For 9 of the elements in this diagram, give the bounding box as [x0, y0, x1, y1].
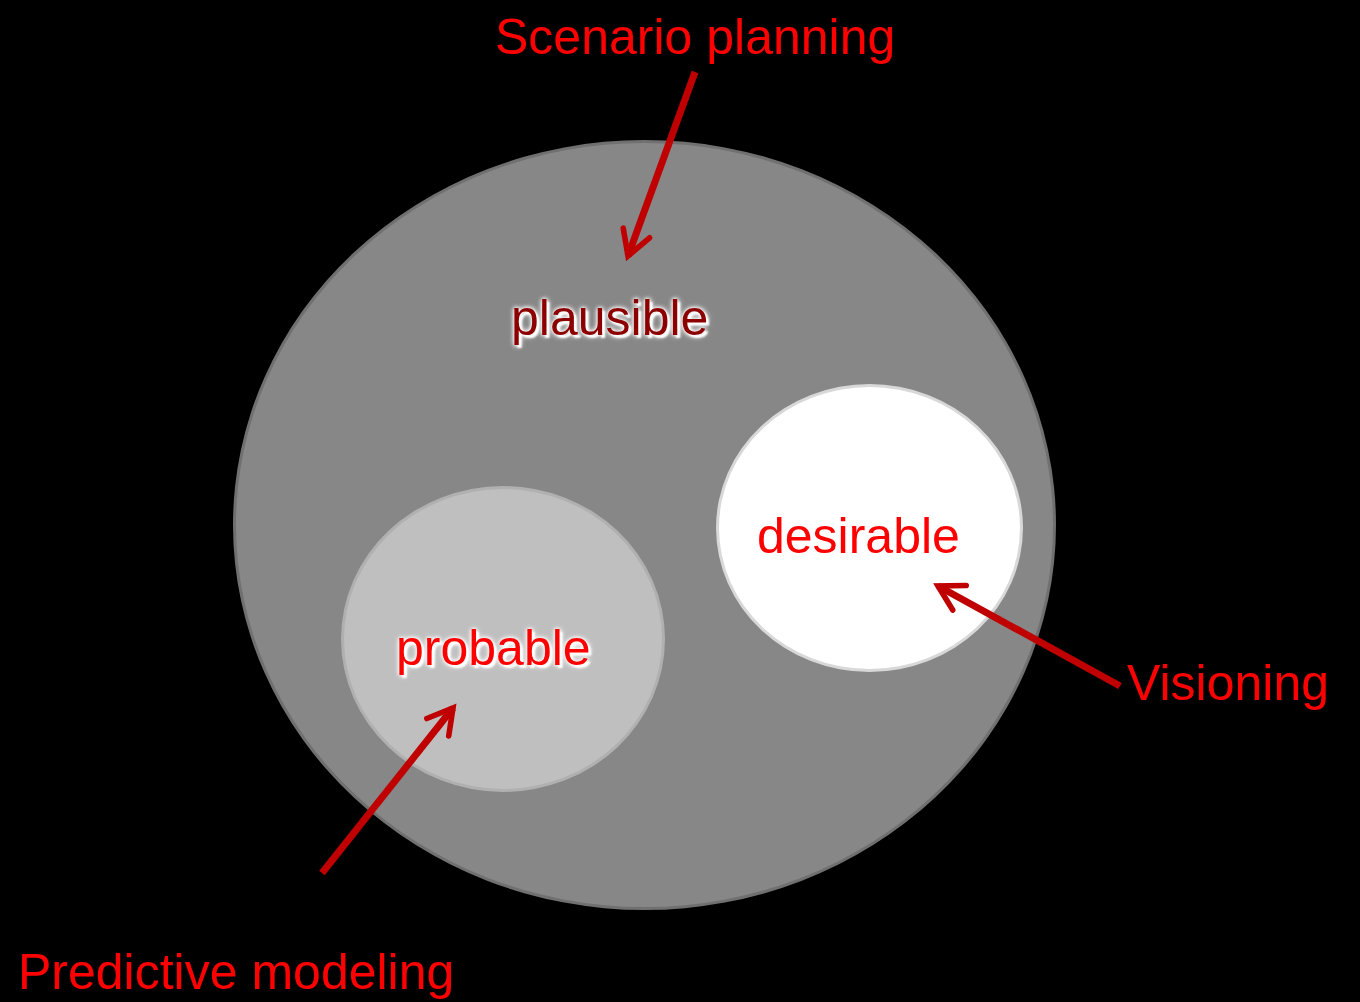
method-label: Predictive modeling	[18, 947, 455, 997]
arrow	[319, 705, 456, 876]
arrow	[620, 70, 699, 259]
ellipse-label: probable	[396, 623, 591, 673]
ellipse-label: plausible	[511, 293, 709, 343]
method-label: Visioning	[1127, 658, 1329, 708]
ellipse-label: desirable	[757, 511, 960, 561]
method-label: Scenario planning	[495, 12, 896, 62]
arrow	[935, 582, 1122, 690]
